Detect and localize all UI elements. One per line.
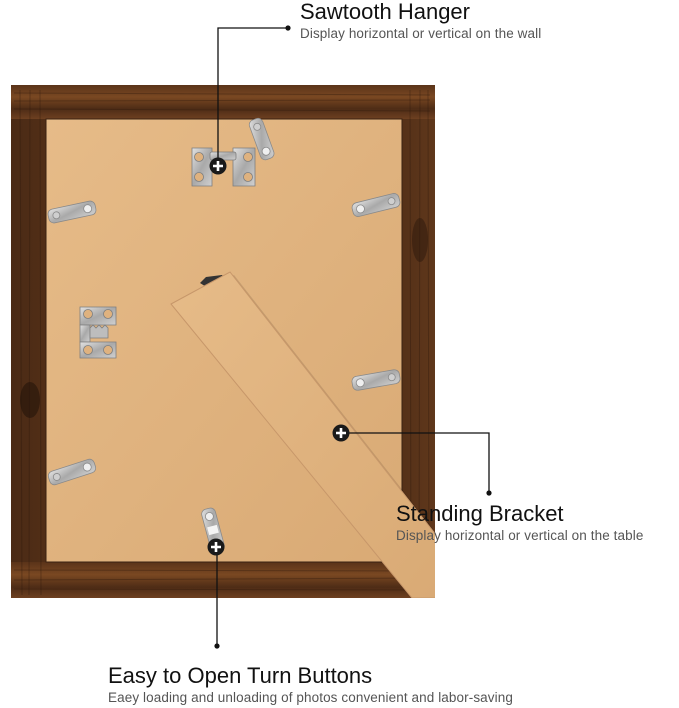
plus-circle-icon	[332, 424, 350, 442]
sawtooth-hanger-subtitle: Display horizontal or vertical on the wa…	[300, 26, 542, 41]
turn-buttons-title: Easy to Open Turn Buttons	[108, 663, 373, 688]
callout-lines	[216, 27, 490, 646]
turn-buttons-callout: Easy to Open Turn Buttons Eaey loading a…	[108, 664, 513, 706]
bracket-callout-dot	[486, 490, 492, 496]
sawtooth-hanger-callout: Sawtooth Hanger Display horizontal or ve…	[300, 0, 541, 42]
standing-bracket-callout: Standing Bracket Display horizontal or v…	[396, 502, 643, 544]
sawtooth-callout-dot	[285, 25, 291, 31]
turn-buttons-subtitle: Eaey loading and unloading of photos con…	[108, 690, 513, 705]
sawtooth-hanger	[79, 147, 256, 359]
plus-circle-icon	[207, 538, 225, 556]
plus-circle-icon	[209, 157, 227, 175]
standing-bracket	[170, 271, 435, 598]
bracket-callout-line	[341, 432, 490, 493]
turn-button-callout-dot	[214, 643, 220, 649]
sawtooth-callout-line	[217, 27, 288, 165]
sawtooth-hanger-title: Sawtooth Hanger	[300, 0, 470, 24]
standing-bracket-title: Standing Bracket	[396, 501, 564, 526]
standing-bracket-subtitle: Display horizontal or vertical on the ta…	[396, 528, 644, 543]
